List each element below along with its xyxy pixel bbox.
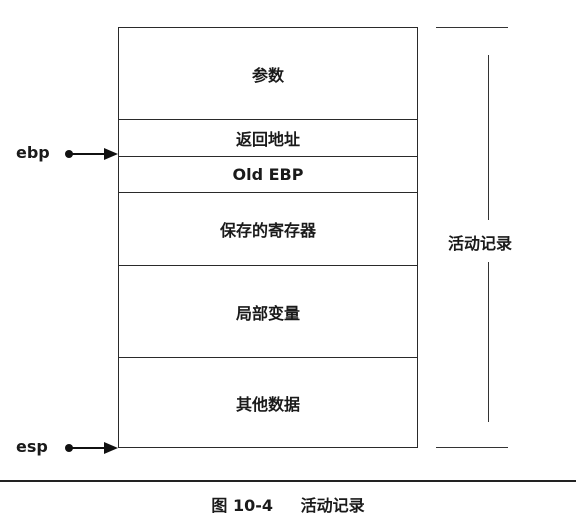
activation-record-stack: 参数 返回地址 Old EBP 保存的寄存器 局部变量 其他数据 [118, 27, 418, 448]
esp-label: esp [16, 437, 48, 456]
ebp-dot [65, 150, 73, 158]
bracket-lower-vline [488, 262, 489, 422]
segment-other-data: 其他数据 [119, 357, 417, 447]
esp-arrow-line [71, 447, 105, 449]
esp-dot [65, 444, 73, 452]
segment-local-variables: 局部变量 [119, 265, 417, 357]
segment-old-ebp: Old EBP [119, 156, 417, 192]
bracket-upper-vline [488, 55, 489, 220]
bracket-top-line [436, 27, 508, 28]
esp-arrowhead [104, 442, 118, 454]
ebp-arrow-line [71, 153, 105, 155]
bracket-bottom-line [436, 447, 508, 448]
segment-return-address: 返回地址 [119, 119, 417, 156]
figure-caption: 图 10-4 活动记录 [0, 492, 576, 516]
ebp-arrowhead [104, 148, 118, 160]
activation-record-label: 活动记录 [446, 228, 515, 256]
figure-number: 图 10-4 [211, 496, 274, 515]
ebp-label: ebp [16, 143, 50, 162]
segment-parameters: 参数 [251, 65, 284, 85]
caption-divider [0, 480, 576, 482]
figure-title: 活动记录 [300, 496, 365, 515]
segment-saved-registers: 保存的寄存器 [119, 192, 417, 265]
